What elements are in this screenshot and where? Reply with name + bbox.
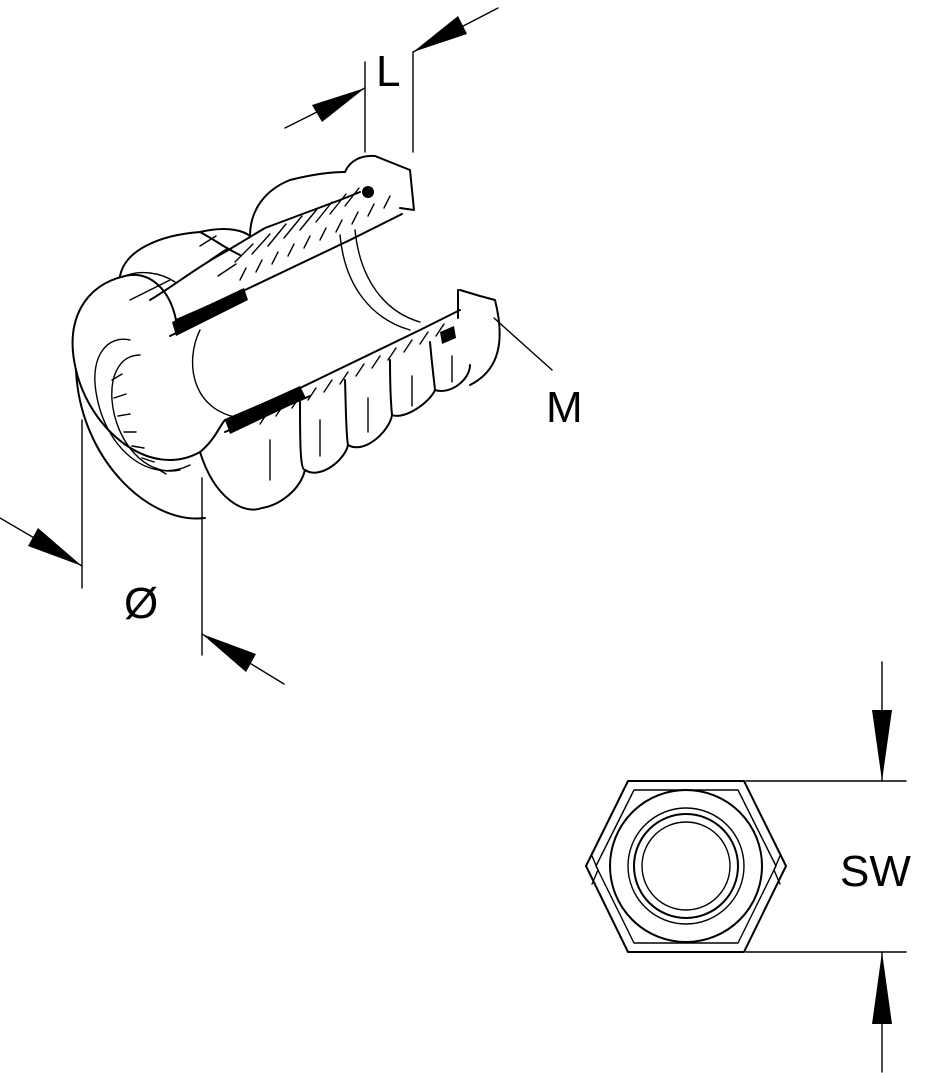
diameter-label: Ø [124,579,158,628]
arrow-right-icon [413,16,467,52]
thread-label: M [546,383,583,432]
cable-gland-section-view [71,154,501,520]
arrow-left-icon [28,528,82,566]
arrow-down-icon [872,710,892,781]
arrow-right-icon [202,634,256,672]
dimension-length: L [284,7,499,153]
arrow-left-icon [312,88,365,122]
length-label: L [376,47,400,96]
dimension-diameter: Ø [0,419,285,685]
thread-callout: M [493,317,583,432]
arrow-up-icon [872,952,892,1024]
dimension-wrench-size: SW [745,661,911,1073]
hex-nut-front-view [585,780,787,953]
wrench-size-label: SW [840,847,911,896]
